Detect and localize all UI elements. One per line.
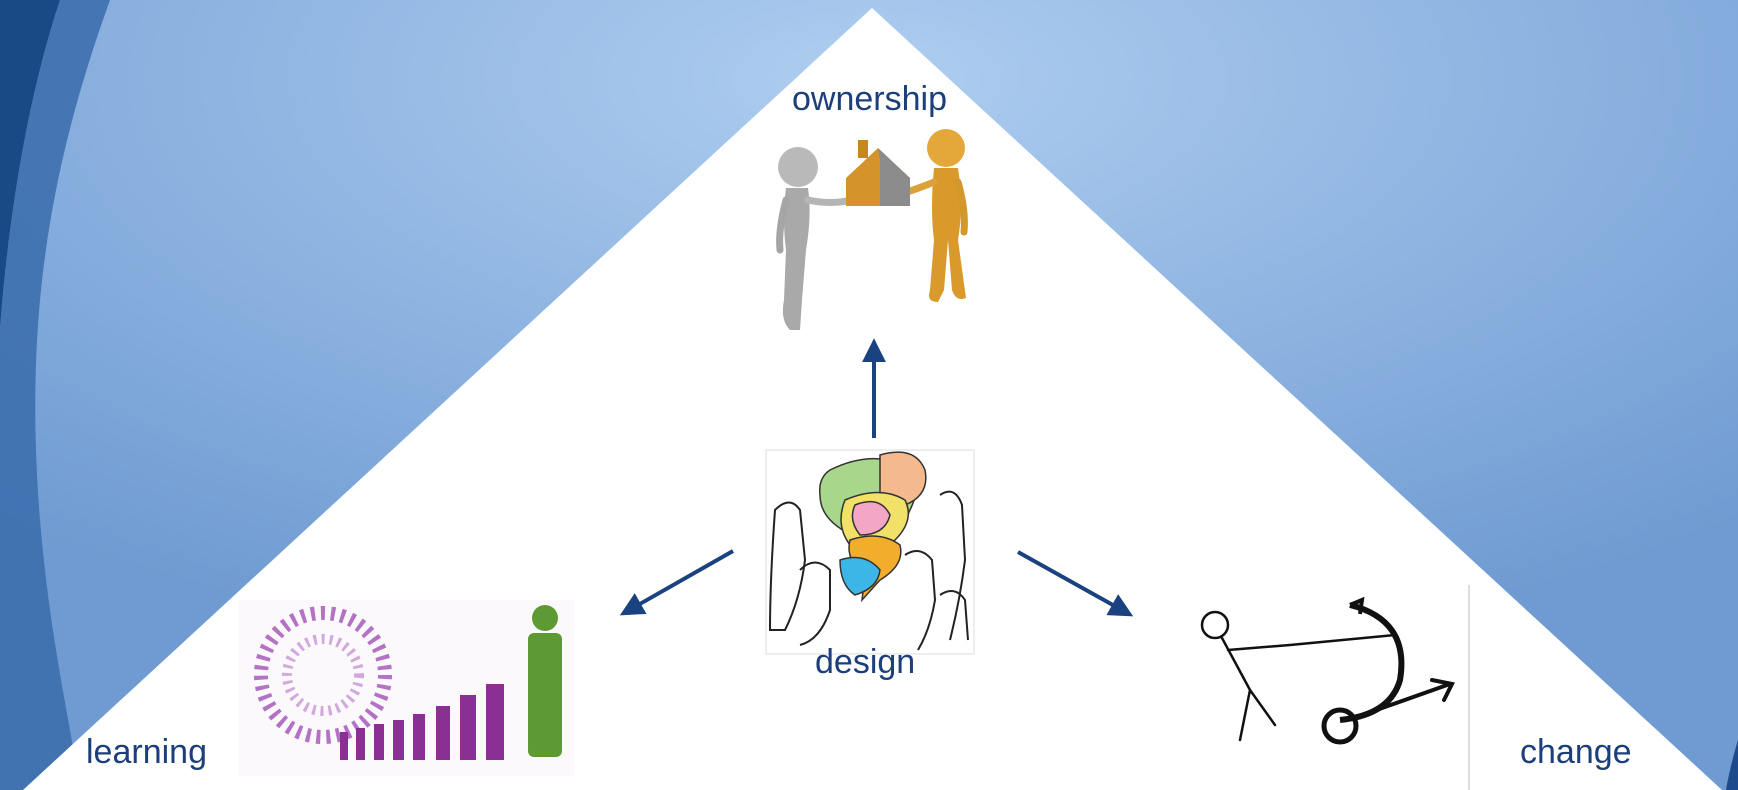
down-left-arrow (619, 549, 734, 616)
left-accent-curve-mid (0, 0, 110, 790)
down-right-arrow (1017, 550, 1134, 617)
stick-figure-pulling-arrow (1194, 585, 1470, 790)
growing-people-spiral (238, 600, 574, 776)
design-label: design (815, 643, 916, 681)
left-accent-curve-dark (0, 0, 60, 330)
right-accent-curve (1726, 740, 1738, 790)
ownership-label: ownership (792, 80, 947, 118)
people-talking-speech-bubbles-sketch (765, 449, 975, 655)
handing-over-house-figures (776, 129, 968, 330)
change-label: change (1520, 733, 1632, 771)
learning-label: learning (86, 733, 207, 771)
